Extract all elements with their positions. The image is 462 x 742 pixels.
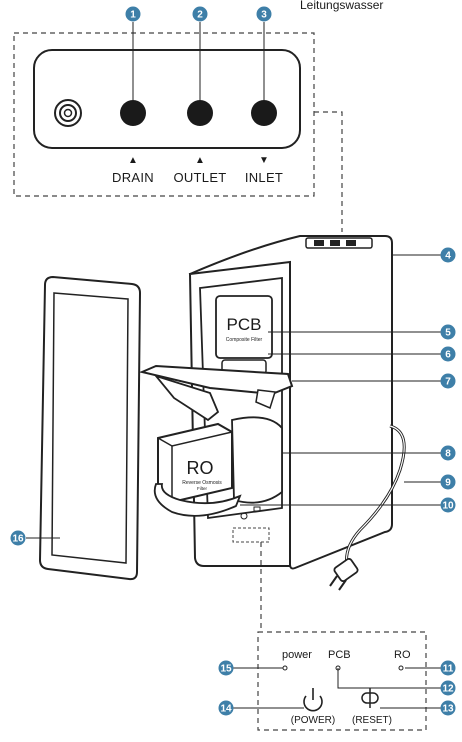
callout-number: 5 xyxy=(445,328,451,339)
ports-leader-line xyxy=(314,111,343,232)
callout-number: 13 xyxy=(442,704,454,715)
callout-badge-8: 8 xyxy=(440,445,456,461)
callout-number: 6 xyxy=(445,350,451,361)
inlet-arrow: ▼ xyxy=(259,155,269,166)
outlet-arrow: ▲ xyxy=(195,155,205,166)
callout-number: 15 xyxy=(220,664,232,675)
callout-badge-16: 16 xyxy=(10,530,26,546)
callout-badge-14: 14 xyxy=(218,700,234,716)
front-cover-panel xyxy=(38,275,142,581)
ro-filter-title: RO xyxy=(187,458,214,478)
callout-badge-4: 4 xyxy=(440,247,456,263)
auxiliary-port xyxy=(54,99,82,127)
callout-number: 1 xyxy=(130,10,136,21)
callout-number: 16 xyxy=(12,534,24,545)
callout-badge-6: 6 xyxy=(440,346,456,362)
ro-filter-subtitle: Reverse Osmosis xyxy=(182,480,222,486)
pcb-filter-title: PCB xyxy=(227,315,262,334)
pcb-indicator-label: PCB xyxy=(328,649,351,661)
callout-badge-10: 10 xyxy=(440,497,456,513)
callout-number: 14 xyxy=(220,704,232,715)
callout-number: 10 xyxy=(442,501,454,512)
power-button-label: (POWER) xyxy=(291,715,335,726)
callout-badge-15: 15 xyxy=(218,660,234,676)
ro-filter: RO Reverse Osmosis Filter xyxy=(153,422,242,517)
callout-badge-9: 9 xyxy=(440,474,456,490)
callout-number: 12 xyxy=(442,684,454,695)
power-cord xyxy=(329,424,406,591)
ro-housing xyxy=(231,416,283,504)
callout-badge-5: 5 xyxy=(440,324,456,340)
callout-number: 4 xyxy=(445,251,451,262)
plug-icon xyxy=(329,557,359,591)
inlet-label: INLET xyxy=(245,170,283,185)
header-text: Leitungswasser xyxy=(300,0,383,12)
inlet-port xyxy=(251,100,277,126)
power-button-icon xyxy=(303,688,323,712)
control-panel-detail: power PCB RO (POWER) (RESET) xyxy=(257,631,427,731)
filter-latch-handle xyxy=(138,364,294,422)
drain-port xyxy=(120,100,146,126)
main-unit: PCB Composite Filter RO Reverse Osmosis … xyxy=(138,235,406,591)
pcb-filter: PCB Composite Filter xyxy=(215,295,273,375)
unit-top-ports xyxy=(305,237,373,249)
callout-badge-7: 7 xyxy=(440,373,456,389)
callout-number: 3 xyxy=(261,10,267,21)
callout-number: 11 xyxy=(443,664,454,675)
ports-detail-box: ▲ ▲ ▼ DRAIN OUTLET INLET xyxy=(13,22,315,197)
callout-number: 9 xyxy=(445,478,451,489)
callout-number: 2 xyxy=(197,10,203,21)
ro-filter-subtitle2: Filter xyxy=(197,486,208,491)
drain-label: DRAIN xyxy=(112,170,154,185)
ro-led xyxy=(398,665,404,671)
power-led xyxy=(282,665,288,671)
callout-badge-2: 2 xyxy=(192,6,208,22)
pcb-filter-subtitle: Composite Filter xyxy=(226,337,263,343)
callout-badge-3: 3 xyxy=(256,6,272,22)
callout-number: 7 xyxy=(445,377,451,388)
front-indicator-icons xyxy=(232,506,270,543)
callout-badge-1: 1 xyxy=(125,6,141,22)
reset-button-label: (RESET) xyxy=(352,715,392,726)
callout-badge-11: 11 xyxy=(440,660,456,676)
drain-arrow: ▲ xyxy=(128,155,138,166)
reset-button-icon xyxy=(361,688,379,708)
callout-badge-12: 12 xyxy=(440,680,456,696)
callout-badge-13: 13 xyxy=(440,700,456,716)
callout-leaders xyxy=(26,254,442,709)
outlet-port xyxy=(187,100,213,126)
power-indicator-label: power xyxy=(282,649,312,661)
ro-indicator-label: RO xyxy=(394,649,411,661)
callout-number: 8 xyxy=(445,449,451,460)
outlet-label: OUTLET xyxy=(173,170,226,185)
